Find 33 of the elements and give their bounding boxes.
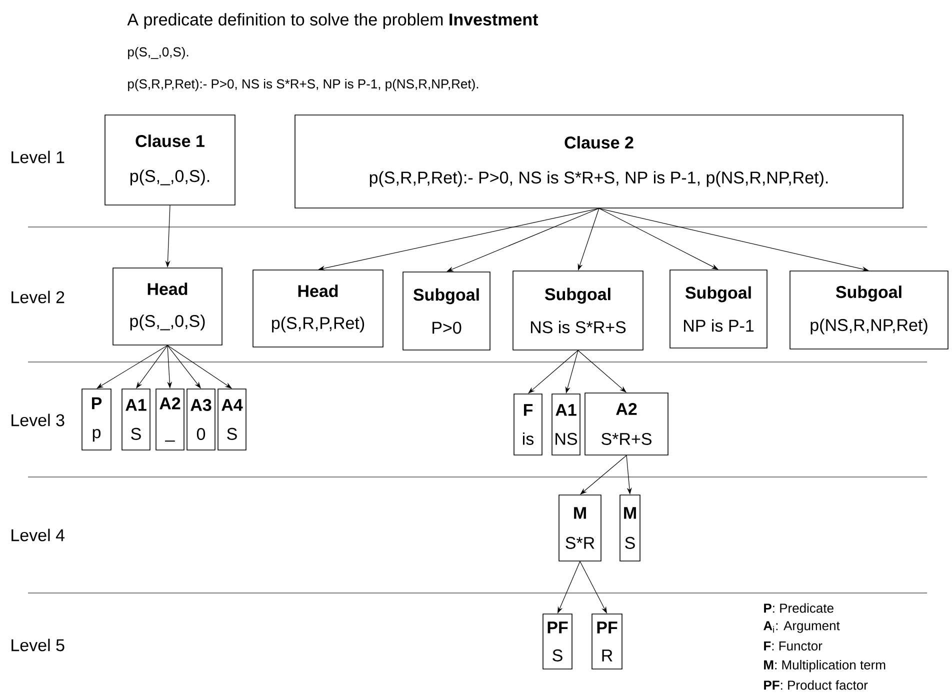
term-box: Head p(S,_,0,S): [112, 268, 222, 346]
term-box: Subgoal NP is P-1: [670, 270, 768, 348]
legend-entry: PF: Product factor: [764, 680, 868, 690]
legend-entry: M: Multiplication term: [764, 660, 886, 672]
legend-entry: F: Functor: [764, 641, 822, 651]
clause-box: Clause 1 p(S,_,0,S).: [104, 114, 236, 206]
level-label: Level 4: [12, 528, 64, 542]
term-box: PF R: [592, 614, 622, 670]
term-box: M S*R: [558, 494, 602, 562]
code-line: p(S,R,P,Ret):- P>0, NS is S*R+S, NP is P-1, p(NS,R,NP,Ret).: [128, 78, 478, 92]
term-box: A3 0: [186, 388, 216, 450]
term-box: Head p(S,R,P,Ret): [252, 270, 384, 348]
title: A predicate definition to solve the problem Investment: [127, 13, 538, 29]
term-box: Subgoal P>0: [402, 272, 490, 350]
term-box: M S: [620, 494, 640, 562]
term-box: A1 S: [122, 388, 150, 450]
term-box: Subgoal NS is S*R+S: [512, 270, 644, 350]
clause-box: Clause 2 p(S,R,P,Ret):- P>0, NS is S*R+S, NP is P-1, p(NS,R,NP,Ret).: [294, 114, 904, 208]
term-box: F is: [514, 394, 542, 456]
level-label: Level 1: [12, 150, 64, 164]
legend-entry: A$_{i}$: Argument: [764, 621, 840, 633]
term-box: PF S: [542, 614, 572, 670]
term-box: A4 S: [218, 388, 246, 450]
term-box: A2 S*R+S: [584, 392, 668, 456]
term-box: P p: [82, 388, 112, 450]
term-box: Subgoal p(NS,R,NP,Ret): [790, 270, 948, 350]
term-box: A2 _: [156, 388, 184, 450]
level-label: Level 3: [12, 414, 64, 426]
term-box: A1 NS: [552, 394, 580, 456]
level-label: Level 5: [12, 638, 64, 652]
legend-entry: P: Predicate: [764, 603, 834, 613]
code-line: p(S,_,0,S).: [128, 46, 188, 60]
level-label: Level 2: [12, 290, 64, 304]
